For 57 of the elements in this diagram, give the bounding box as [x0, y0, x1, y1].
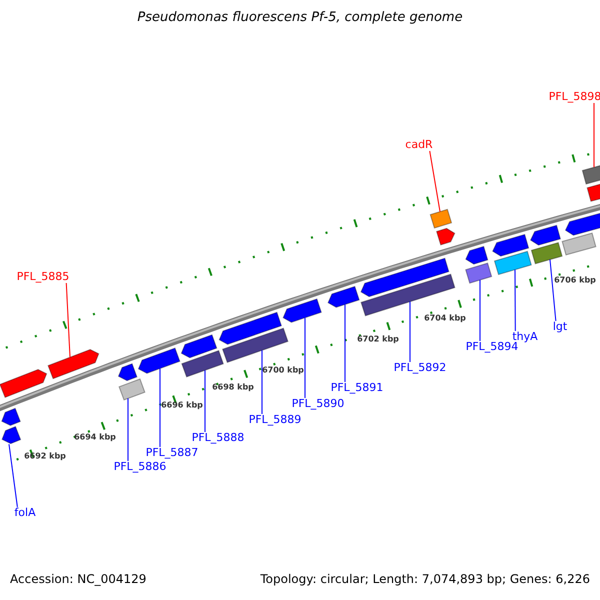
gene-feature — [1, 408, 21, 426]
gene-feature — [564, 212, 600, 236]
gene-feature — [181, 350, 224, 378]
gene-feature — [218, 312, 282, 345]
gene-label: PFL_5888 — [192, 432, 244, 444]
gene-label: PFL_5885 — [16, 271, 70, 283]
scale-label: 6702 kbp — [357, 334, 399, 344]
gene-label: PFL_5886 — [114, 461, 166, 473]
gene-feature — [586, 183, 600, 202]
gene-feature — [494, 250, 532, 276]
leader-line — [344, 304, 346, 382]
gene-feature — [282, 298, 322, 323]
gene-feature — [0, 368, 48, 398]
leader-line — [514, 269, 516, 332]
gene-feature — [47, 348, 100, 380]
scale-label: 6700 kbp — [262, 366, 304, 374]
gene-feature — [465, 262, 492, 284]
scale-label: 6706 kbp — [554, 276, 596, 284]
gene-label: thyA — [512, 331, 538, 343]
gene-feature — [222, 328, 289, 364]
gene-feature — [1, 426, 22, 444]
gene-feature — [582, 164, 600, 185]
gene-label: PFL_5890 — [292, 398, 344, 410]
scale-label: 6704 kbp — [424, 313, 466, 322]
gene-label: PFL_5894 — [466, 341, 518, 353]
gene-feature — [465, 246, 488, 265]
scale-label: 6696 kbp — [161, 400, 203, 410]
footer-text: Topology: circular; Length: 7,074,893 bp; Genes: 6,226 — [260, 572, 590, 586]
gene-label: PFL_5887 — [146, 447, 198, 459]
gene-label: folA — [14, 507, 36, 519]
gene-feature — [562, 232, 596, 256]
gene-feature — [327, 286, 360, 308]
gene-feature — [436, 228, 456, 246]
leader-line — [429, 150, 440, 212]
footer-text: Accession: NC_004129 — [10, 572, 146, 586]
gene-feature — [492, 234, 530, 257]
gene-feature — [430, 208, 452, 229]
gene-feature — [530, 224, 562, 246]
gene-feature — [180, 334, 218, 358]
gene-feature — [118, 363, 138, 382]
leader-line — [304, 317, 306, 398]
gene-feature — [360, 258, 450, 298]
gene-feature — [138, 347, 180, 374]
leader-line — [66, 282, 70, 358]
scale-label: 6694 kbp — [74, 432, 116, 442]
gene-feature — [118, 378, 146, 401]
leader-line — [8, 444, 18, 508]
gene-label: PFL_5891 — [330, 382, 384, 394]
title-text: Pseudomonas fluorescens Pf-5, complete genome — [136, 10, 464, 25]
scale-label: 6692 kbp — [24, 452, 66, 461]
leader-line — [204, 370, 206, 432]
gene-label: PFL_5889 — [248, 414, 302, 426]
gene-label: PFL_5892 — [394, 362, 446, 374]
gene-feature — [530, 242, 563, 264]
gene-label: lgt — [552, 321, 568, 333]
scale-label: 6698 kbp — [212, 382, 254, 392]
gene-label: cadR — [405, 139, 433, 151]
